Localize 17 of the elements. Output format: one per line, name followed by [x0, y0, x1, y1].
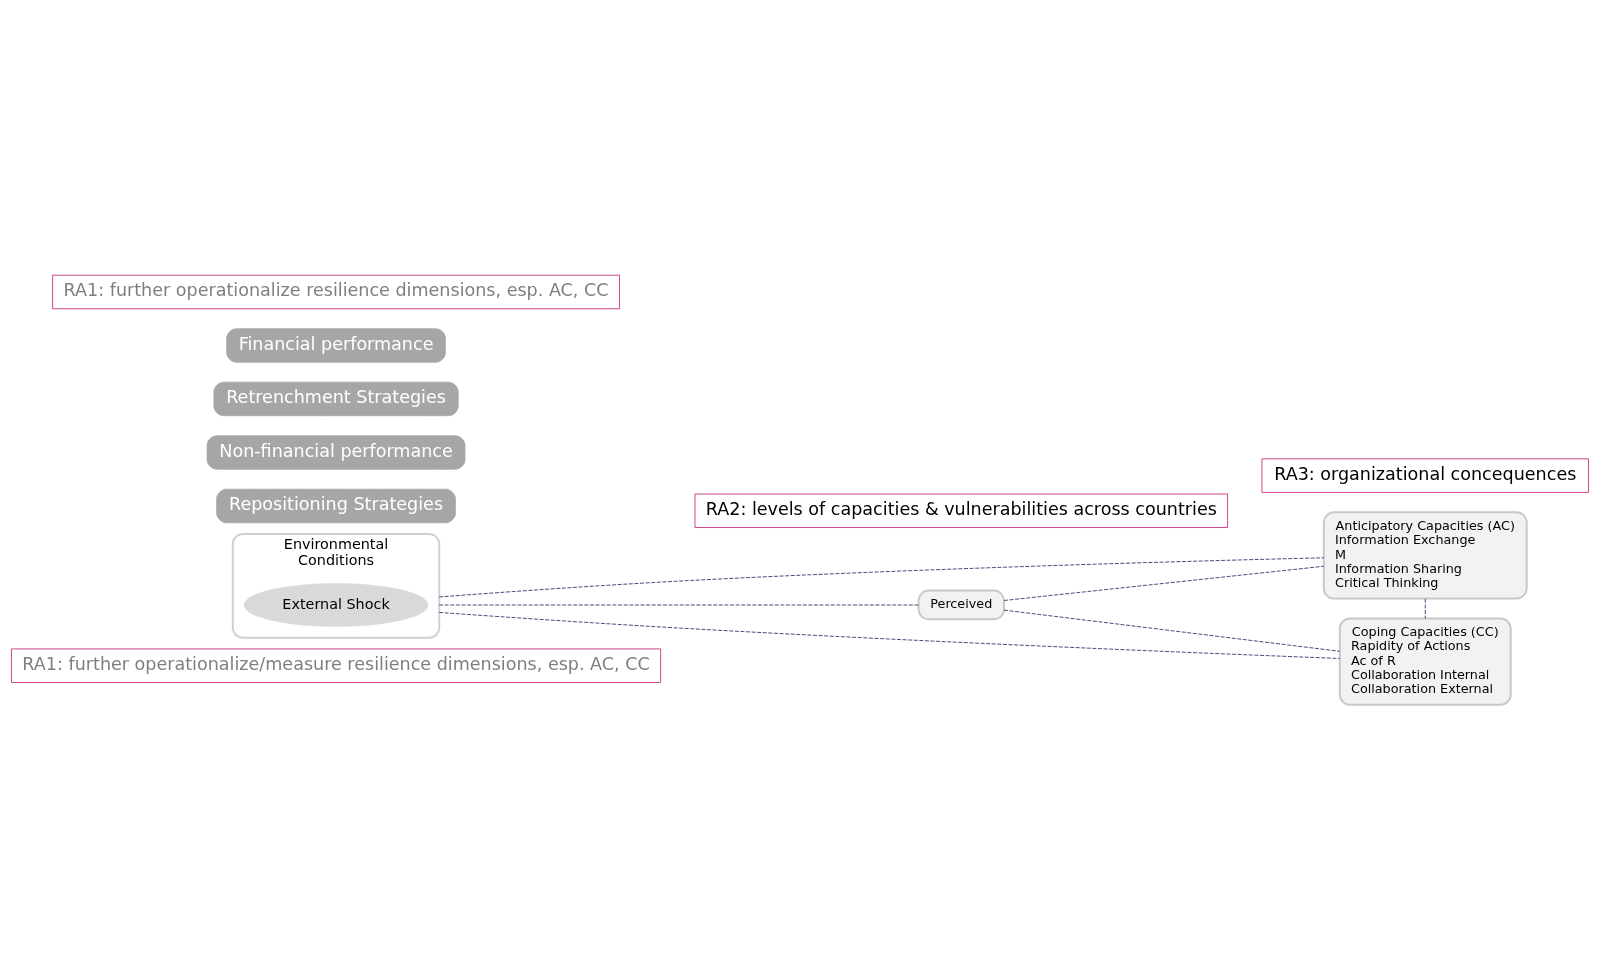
- connector: [438, 557, 1325, 598]
- connector: [1003, 609, 1341, 652]
- connector: [1424, 598, 1426, 619]
- node-box: RA1: further operationalize resilience dimensions, esp. AC, CC: [52, 274, 620, 310]
- node-box: Repositioning Strategies: [216, 488, 456, 524]
- node-box: Anticipatory Capacities (AC) Information Exchange M Information Sharing Critical Thinking: [1322, 511, 1528, 600]
- node-box: Non-financial performance: [206, 435, 466, 470]
- node-box: Financial performance: [226, 328, 446, 363]
- connector: [438, 612, 1341, 659]
- node-box: RA2: levels of capacities & vulnerabilities across countries: [694, 493, 1228, 528]
- node-box: Perceived: [917, 589, 1006, 621]
- node-ellipse: External Shock: [243, 583, 429, 627]
- node-box: Coping Capacities (CC) Rapidity of Actions Ac of R Collaboration Internal Collaboration External: [1338, 617, 1512, 706]
- node-box: RA1: further operationalize/measure resilience dimensions, esp. AC, CC: [11, 648, 662, 683]
- node-box: RA3: organizational concequences: [1261, 458, 1589, 493]
- connector: [1003, 565, 1324, 601]
- node-box: Retrenchment Strategies: [213, 381, 459, 417]
